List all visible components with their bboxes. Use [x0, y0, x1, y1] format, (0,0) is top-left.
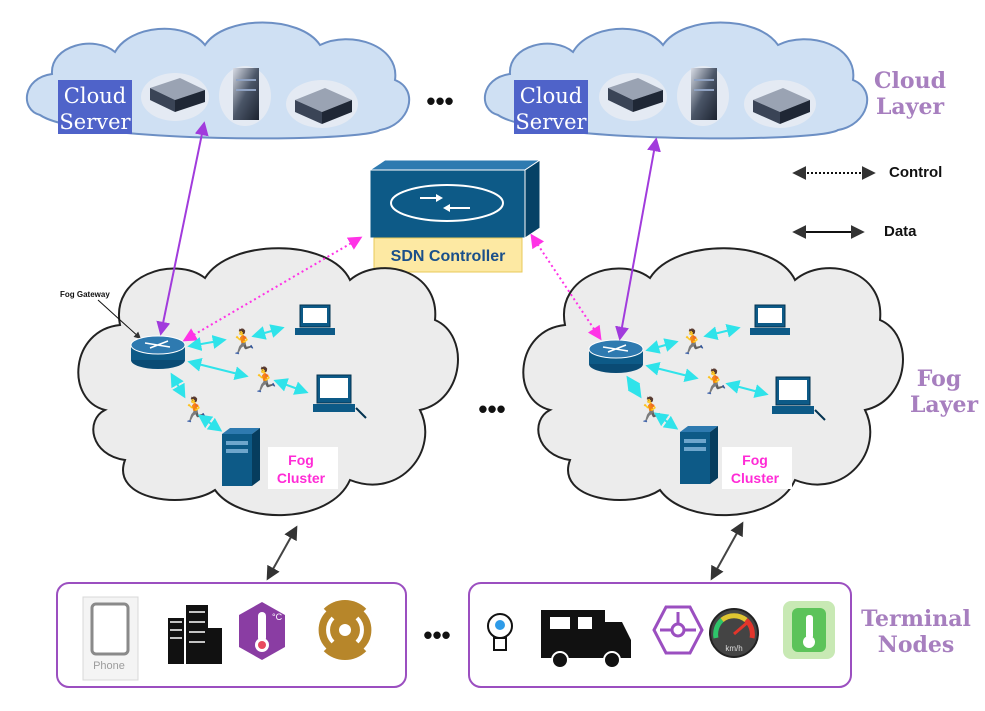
cloud-layer-label-line1: Cloud	[874, 68, 946, 94]
terminal-layer-label-line1: Terminal	[861, 606, 971, 632]
svg-text:🏃: 🏃	[678, 328, 708, 356]
fog-gateway-label: Fog Gateway	[60, 290, 110, 299]
desktop-icon	[295, 304, 335, 335]
switch-icon: 🏃	[228, 328, 258, 356]
fog-cluster-label-line1: Fog	[288, 452, 314, 468]
cloud-layer-label-line2: Layer	[876, 94, 945, 120]
fog-cluster-label-bg	[268, 447, 338, 489]
server-node-icon	[286, 80, 358, 128]
server-tower-icon	[219, 66, 271, 126]
router-icon	[390, 184, 504, 222]
terminal-layer-label-line2: Nodes	[878, 632, 955, 658]
desktop-icon	[750, 304, 790, 335]
legend: Control Data	[792, 164, 942, 240]
legend-control-label: Control	[889, 164, 942, 181]
workstation-icon	[772, 376, 826, 421]
phone-caption: Phone	[93, 660, 125, 672]
wireless-signal-icon	[314, 600, 376, 660]
svg-text:🏃: 🏃	[250, 366, 280, 394]
server-rack-icon	[599, 73, 667, 121]
fog-terminal-arrow-right	[710, 521, 744, 581]
router-icon	[130, 335, 186, 369]
svg-text:🏃: 🏃	[700, 368, 730, 396]
sensor-hexagon-icon	[652, 605, 704, 655]
cloud-left: Cloud Server	[25, 21, 411, 140]
fog-right-devices: 🏃 🏃 🏃 Fog Cluster	[588, 304, 826, 489]
switch-icon: 🏃	[250, 366, 280, 394]
terminal-ellipsis: •••	[423, 620, 450, 650]
phone-icon: Phone	[82, 596, 139, 681]
fog-layer-label-line1: Fog	[917, 366, 961, 392]
fog-cluster-label-bg-right	[722, 447, 792, 489]
cloud-server-label-bg	[58, 80, 132, 134]
sdn-control-arrow-left	[182, 236, 363, 342]
svg-text:🏃: 🏃	[636, 396, 666, 424]
lightbulb-icon	[487, 613, 513, 651]
svg-text:🏃: 🏃	[228, 328, 258, 356]
fog-cluster-label-right-line2: Cluster	[731, 470, 780, 486]
fog-terminal-arrow-left	[266, 525, 298, 581]
fog-cluster-label-line2: Cluster	[277, 470, 326, 486]
router-icon	[588, 339, 644, 373]
fog-ellipsis: •••	[478, 394, 505, 424]
building-icon	[168, 605, 222, 664]
cloud-server-label-line2: Server	[59, 110, 131, 134]
fog-left-links	[170, 324, 309, 432]
terminal-box-left	[56, 582, 407, 688]
svg-text:°C: °C	[272, 612, 283, 622]
speedometer-caption: km/h	[725, 644, 742, 653]
cloud-right: Cloud Server	[483, 21, 869, 140]
cloud-fog-data-arrow-left	[156, 121, 209, 336]
server-cluster-icon	[222, 428, 260, 486]
thermometer-tile-icon	[783, 601, 835, 659]
sdn-controller: SDN Controller	[368, 159, 542, 273]
server-node-icon	[744, 80, 816, 128]
cloud-ellipsis: •••	[426, 86, 453, 116]
sdn-controller-label: SDN Controller	[391, 248, 506, 265]
server-rack-icon	[141, 73, 209, 121]
switch-icon: 🏃	[700, 368, 730, 396]
fog-cluster-label-right-line1: Fog	[742, 452, 768, 468]
speedometer-icon: km/h	[709, 608, 759, 658]
workstation-icon	[313, 374, 367, 419]
cloud-server-label-right-line1: Cloud	[520, 84, 582, 108]
cloud-server-label-right-line2: Server	[515, 110, 587, 134]
sdn-control-arrow-right	[530, 233, 602, 341]
fog-layer-label-line2: Layer	[910, 392, 979, 418]
server-cluster-icon	[680, 426, 718, 484]
cloud-fog-data-arrow-right	[615, 137, 661, 341]
switch-icon: 🏃	[636, 396, 666, 424]
fog-right-links	[626, 323, 769, 430]
cloud-server-label-line1: Cloud	[64, 84, 126, 108]
server-tower-icon	[677, 66, 729, 126]
thermometer-hexagon-icon: °C	[239, 602, 285, 660]
cloud-server-label-bg-right	[514, 80, 588, 134]
legend-data-label: Data	[884, 223, 917, 240]
camper-van-icon	[541, 610, 631, 669]
switch-icon: 🏃	[678, 328, 708, 356]
fog-gateway-pointer	[97, 299, 142, 339]
